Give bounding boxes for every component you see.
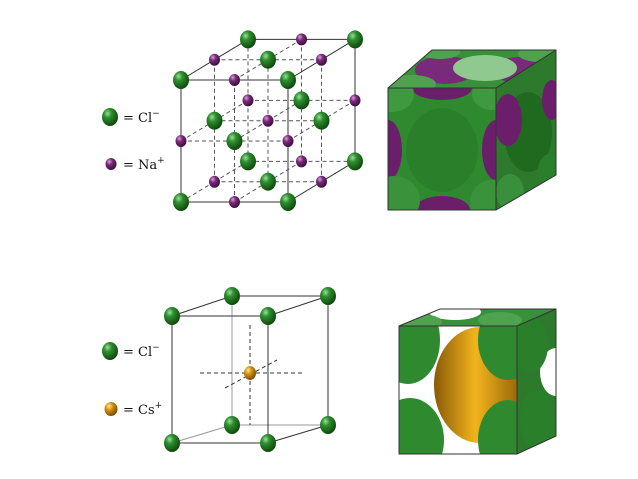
nacl-sodium-ion: [349, 94, 361, 107]
cscl-chloride-ion: [260, 307, 276, 325]
chloride-legend-sphere: [102, 108, 118, 126]
nacl-sodium-ion: [296, 33, 307, 46]
sodium-legend-sphere: [105, 158, 117, 170]
nacl-legend: = Cl− = Na+: [102, 108, 165, 173]
nacl-chloride-ion: [260, 172, 276, 191]
nacl-chloride-ion: [240, 30, 256, 49]
nacl-chloride-ion: [240, 152, 256, 171]
cscl-chloride-ion: [320, 416, 336, 434]
sodium-legend-label: = Na+: [123, 156, 165, 173]
cscl-chloride-ion: [164, 434, 180, 452]
nacl-chloride-ion: [173, 71, 189, 89]
nacl-chloride-ion: [293, 91, 310, 110]
nacl-sodium-ion: [296, 155, 307, 168]
nacl-chloride-ion: [260, 50, 276, 69]
nacl-sodium-ion: [209, 53, 220, 66]
nacl-sodium-ion: [229, 74, 240, 86]
cscl-legend: = Cl− = Cs+: [102, 342, 162, 418]
nacl-chloride-ion: [226, 132, 243, 150]
nacl-chloride-ion: [313, 111, 330, 130]
cscl-lattice: [164, 287, 336, 452]
cesium-legend-sphere: [104, 402, 118, 416]
nacl-chloride-ion: [347, 30, 363, 49]
nacl-sodium-ion: [242, 94, 254, 107]
chloride-legend-label: = Cl−: [123, 109, 160, 126]
chloride-legend-sphere: [102, 342, 118, 360]
nacl-chloride-ion: [206, 111, 223, 130]
nacl-sodium-ion: [229, 196, 240, 208]
nacl-sodium-ion: [209, 175, 220, 188]
cscl-chloride-ion: [224, 287, 240, 305]
cscl-chloride-ion: [164, 307, 180, 325]
nacl-space-filling-cube: [387, 49, 557, 211]
nacl-sodium-ion: [316, 53, 327, 66]
nacl-sodium-ion: [316, 175, 327, 188]
nacl-chloride-ion: [347, 152, 363, 171]
cscl-chloride-ion: [224, 416, 240, 434]
chloride-legend-label: = Cl−: [123, 343, 160, 360]
cscl-chloride-ion: [260, 434, 276, 452]
nacl-sodium-ion: [262, 114, 274, 127]
nacl-sodium-ion: [175, 135, 187, 147]
nacl-chloride-ion: [280, 71, 296, 89]
cesium-legend-label: = Cs+: [123, 401, 162, 418]
cscl-cesium-ion: [244, 366, 256, 380]
cscl-space-filling-cube: [398, 308, 557, 455]
cscl-chloride-ion: [320, 287, 336, 305]
nacl-sodium-ion: [282, 135, 294, 147]
nacl-lattice: [173, 30, 363, 211]
nacl-chloride-ion: [280, 193, 296, 211]
nacl-chloride-ion: [173, 193, 189, 211]
